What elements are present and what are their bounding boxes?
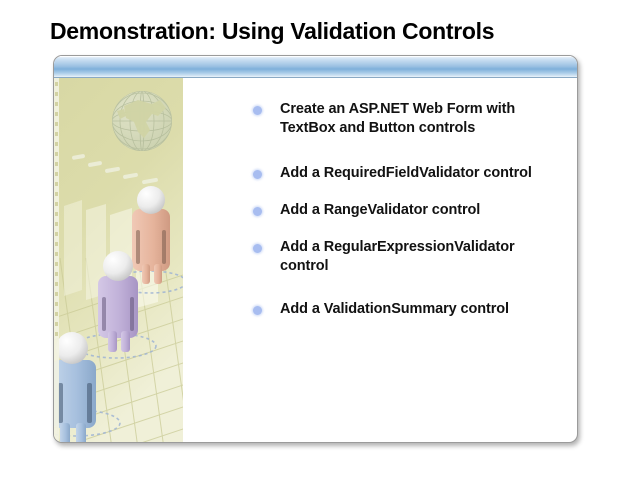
person-figure-lavender bbox=[98, 251, 138, 352]
decorative-illustration-graphic bbox=[54, 78, 183, 442]
person-figure-blue bbox=[54, 332, 96, 442]
page-title: Demonstration: Using Validation Controls bbox=[50, 18, 495, 44]
list-item: Add a RequiredFieldValidator control bbox=[197, 164, 559, 183]
list-item-label: Add a RegularExpressionValidator control bbox=[280, 239, 515, 274]
slide-content-panel: Create an ASP.NET Web Form with TextBox … bbox=[53, 55, 578, 443]
panel-titlebar bbox=[54, 56, 577, 78]
bullet-dot-icon bbox=[253, 170, 262, 179]
decorative-illustration bbox=[54, 78, 183, 442]
bullet-dot-icon bbox=[253, 306, 262, 315]
bullet-dot-icon bbox=[253, 207, 262, 216]
list-item: Create an ASP.NET Web Form with TextBox … bbox=[197, 100, 559, 138]
list-item: Add a RangeValidator control bbox=[197, 201, 559, 220]
person-figure-pink bbox=[132, 186, 170, 284]
bullet-dot-icon bbox=[253, 244, 262, 253]
list-item: Add a RegularExpressionValidator control bbox=[197, 238, 559, 276]
list-item-label: Add a RangeValidator control bbox=[280, 202, 481, 218]
list-item-label: Add a RequiredFieldValidator control bbox=[280, 165, 532, 181]
list-item-label: Create an ASP.NET Web Form with TextBox … bbox=[280, 101, 516, 136]
bullet-list: Create an ASP.NET Web Form with TextBox … bbox=[183, 78, 577, 442]
list-item-label: Add a ValidationSummary control bbox=[280, 301, 509, 317]
list-item: Add a ValidationSummary control bbox=[197, 300, 559, 319]
bullet-dot-icon bbox=[253, 106, 262, 115]
